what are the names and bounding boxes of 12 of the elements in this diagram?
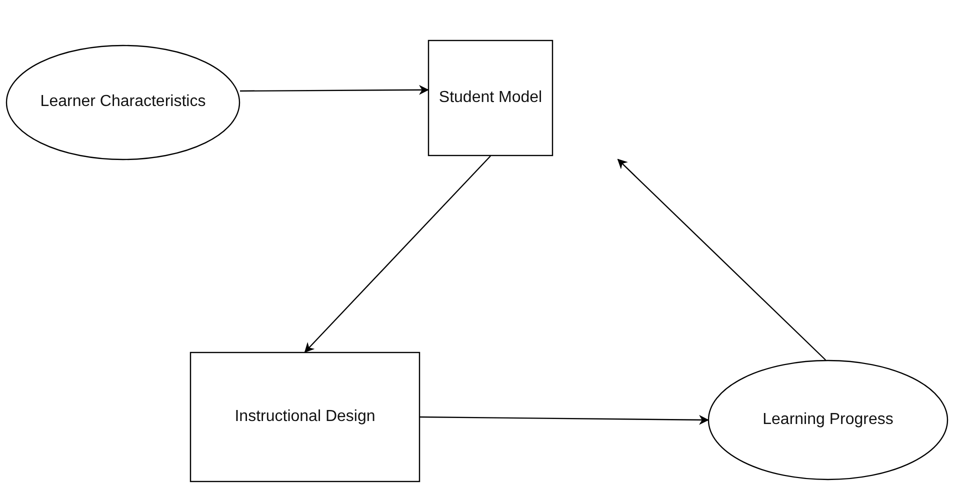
ellipse-node — [708, 360, 948, 480]
node-label: Learning Progress — [762, 410, 894, 430]
arrow — [617, 158, 826, 360]
node-label: Instructional Design — [234, 406, 376, 427]
arrow — [240, 84, 429, 95]
node-label: Learner Characteristics — [39, 92, 207, 112]
arrow — [420, 414, 709, 425]
ellipse-node — [6, 45, 240, 160]
process-box — [428, 40, 553, 156]
node-label: Student Model — [438, 88, 544, 108]
process-box — [190, 352, 420, 482]
arrow — [304, 156, 491, 353]
